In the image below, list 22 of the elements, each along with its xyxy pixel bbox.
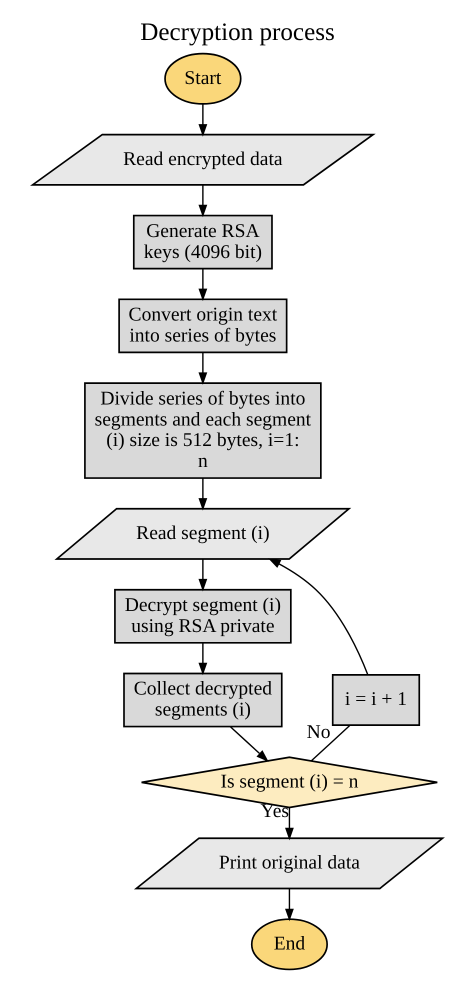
arrow [198, 642, 207, 676]
arrow [198, 268, 207, 302]
node-ellipse: End [250, 918, 328, 970]
connector [310, 724, 350, 762]
node-box: Decrypt segment (i) using RSA private [114, 588, 292, 644]
arrow [268, 558, 368, 675]
arrow [198, 185, 207, 218]
arrow [284, 808, 294, 840]
node-box: Generate RSA keys (4096 bit) [132, 214, 272, 270]
node-box: Convert origin text into series of bytes [118, 298, 287, 354]
node-ellipse: Start [164, 52, 242, 105]
arrow [198, 104, 207, 137]
arrow [284, 888, 294, 922]
diagram-title: Decryption process [140, 19, 334, 46]
arrow [229, 726, 268, 762]
arrow [198, 559, 207, 592]
node-box: i = i + 1 [331, 674, 420, 726]
node-box: Divide series of bytes into segments and each segment (i) size is 512 bytes, i=1: n [84, 382, 322, 479]
edge-label: No [306, 722, 330, 743]
arrow [198, 352, 207, 385]
arrow [198, 478, 207, 511]
node-box: Collect decrypted segments (i) [122, 672, 282, 728]
